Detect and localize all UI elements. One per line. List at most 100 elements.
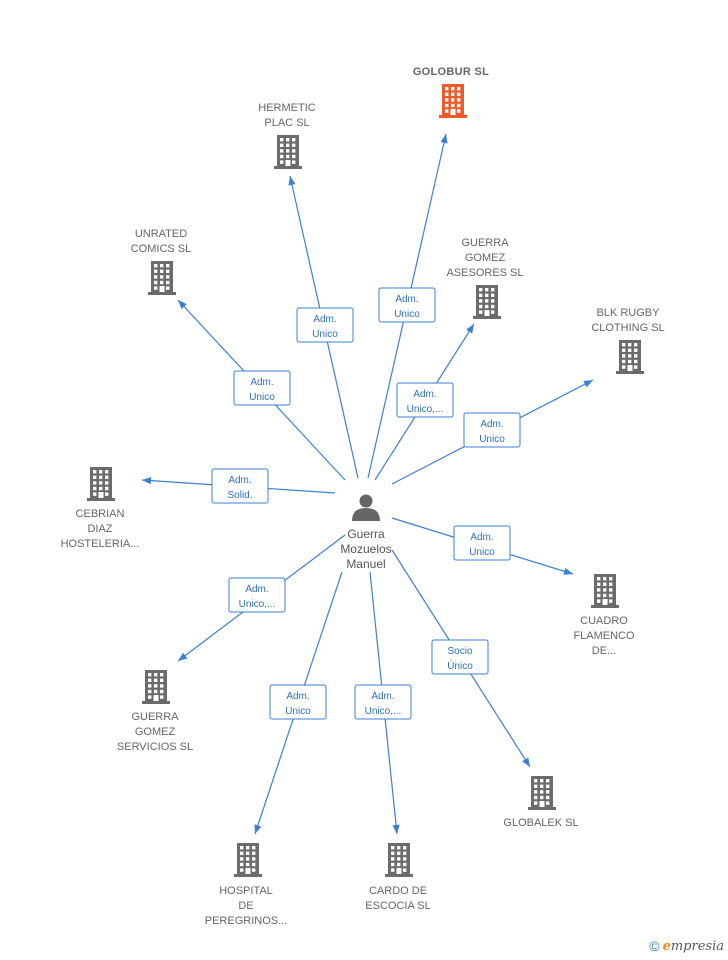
company-name-line: UNRATED [135,228,187,240]
company-node-golobur[interactable]: GOLOBUR SL [413,66,489,118]
company-name-line: DIAZ [87,523,112,535]
edge-label-text: Socio [447,646,472,657]
company-name-line: GOMEZ [135,726,176,738]
edge-label-text: Adm. [470,532,493,543]
edge-label-unrated[interactable]: Adm.Unico [233,370,291,406]
edge-label-box [296,307,354,343]
company-name-line: CARDO DE [369,885,427,897]
building-icon [528,776,556,810]
company-name-line: CLOTHING SL [591,322,664,334]
edge-label-box [233,370,291,406]
arrow-head-icon [254,824,262,834]
building-icon [142,670,170,704]
person-name-line: Mozuelos [340,542,391,556]
edge-label-text: Adm. [245,584,268,595]
edge-label-box [463,412,521,448]
edge-label-text: Unico [249,392,275,403]
person-icon [352,494,380,521]
arrow-head-icon [466,324,474,334]
building-icon [385,843,413,877]
edge-label-cebrian[interactable]: Adm.Solid. [211,468,269,504]
arrow-head-icon [440,134,448,144]
company-node-unrated[interactable]: UNRATED COMICS SL [131,228,192,295]
building-icon [87,467,115,501]
edge-label-box [431,639,489,675]
company-name-line: GUERRA [131,711,179,723]
company-name: UNRATED COMICS SL [131,228,192,255]
company-name-line: CEBRIAN [76,508,125,520]
arrow-head-icon [563,567,573,575]
edge-label-text: Unico,... [239,599,276,610]
edge-label-box [228,577,286,613]
building-icon [234,843,262,877]
company-name-line: GOLOBUR SL [413,66,489,78]
company-name: GOLOBUR SL [413,66,489,78]
edge-label-text: Unico,... [365,706,402,717]
arrow-head-icon [392,824,400,834]
edge-label-text: Único [447,659,473,672]
company-name-line: DE... [592,645,616,657]
edge-label-box [396,382,454,418]
company-node-hermetic[interactable]: HERMETIC PLAC SL [258,102,316,169]
edge-label-text: Adm. [413,389,436,400]
company-node-globalek[interactable]: GLOBALEK SL [503,776,579,829]
edge-label-box [211,468,269,504]
company-name-line: HERMETIC [258,102,316,114]
company-name-line: COMICS SL [131,243,192,255]
brand-name: empresia [662,939,724,954]
company-name: HERMETIC PLAC SL [258,102,316,129]
edge-label-box [378,287,436,323]
arrow-head-icon [142,477,152,485]
arrow-head-icon [178,652,188,661]
edge-label-cuadro[interactable]: Adm. Unico [453,525,511,561]
company-name-line: GUERRA [461,237,509,249]
company-name-line: HOSPITAL [219,885,273,897]
company-node-hospital[interactable]: HOSPITALDEPEREGRINOS... [205,843,288,927]
edge-label-hermetic[interactable]: Adm. Unico [296,307,354,343]
edge-label-text: Unico [394,309,420,320]
company-name: HOSPITALDEPEREGRINOS... [205,885,288,927]
edge-label-cardo[interactable]: Adm. Unico,... [354,684,412,720]
company-node-cebrian[interactable]: CEBRIANDIAZHOSTELERIA... [61,467,140,550]
arrow-head-icon [583,380,593,388]
edge-label-guerra-asesores[interactable]: Adm.Unico,... [396,382,454,418]
edge-label-blk[interactable]: Adm. Unico [463,412,521,448]
company-node-cuadro[interactable]: CUADROFLAMENCODE... [573,574,635,657]
edge-label-text: Adm. [371,691,394,702]
company-name-line: DE [238,900,253,912]
company-name-line: CUADRO [580,615,628,627]
edge-label-text: Adm. [313,314,336,325]
edge-label-text: Adm. [480,419,503,430]
empresia-logo[interactable]: © empresia [649,938,724,954]
edge-label-text: Solid. [227,490,252,501]
edge-label-guerra-servicios[interactable]: Adm. Unico,... [228,577,286,613]
company-name-line: PLAC SL [264,117,309,129]
company-name-line: ASESORES SL [446,267,523,279]
building-icon [473,285,501,319]
edge-label-text: Adm. [286,691,309,702]
edge-label-box [269,684,327,720]
arrow-head-icon [522,757,530,767]
edge-label-text: Unico [312,329,338,340]
edge-label-hospital[interactable]: Adm.Unico [269,684,327,720]
person-name-line: Manuel [346,557,385,571]
edge-label-text: Unico [479,434,505,445]
edge-label-text: Adm. [395,294,418,305]
edge-label-golobur[interactable]: Adm. Unico [378,287,436,323]
building-icon [274,135,302,169]
building-icon [439,84,467,118]
building-icon [616,340,644,374]
edge-label-text: Unico [469,547,495,558]
company-name-line: GLOBALEK SL [503,817,578,829]
company-name: CUADROFLAMENCODE... [573,615,635,657]
building-icon [591,574,619,608]
